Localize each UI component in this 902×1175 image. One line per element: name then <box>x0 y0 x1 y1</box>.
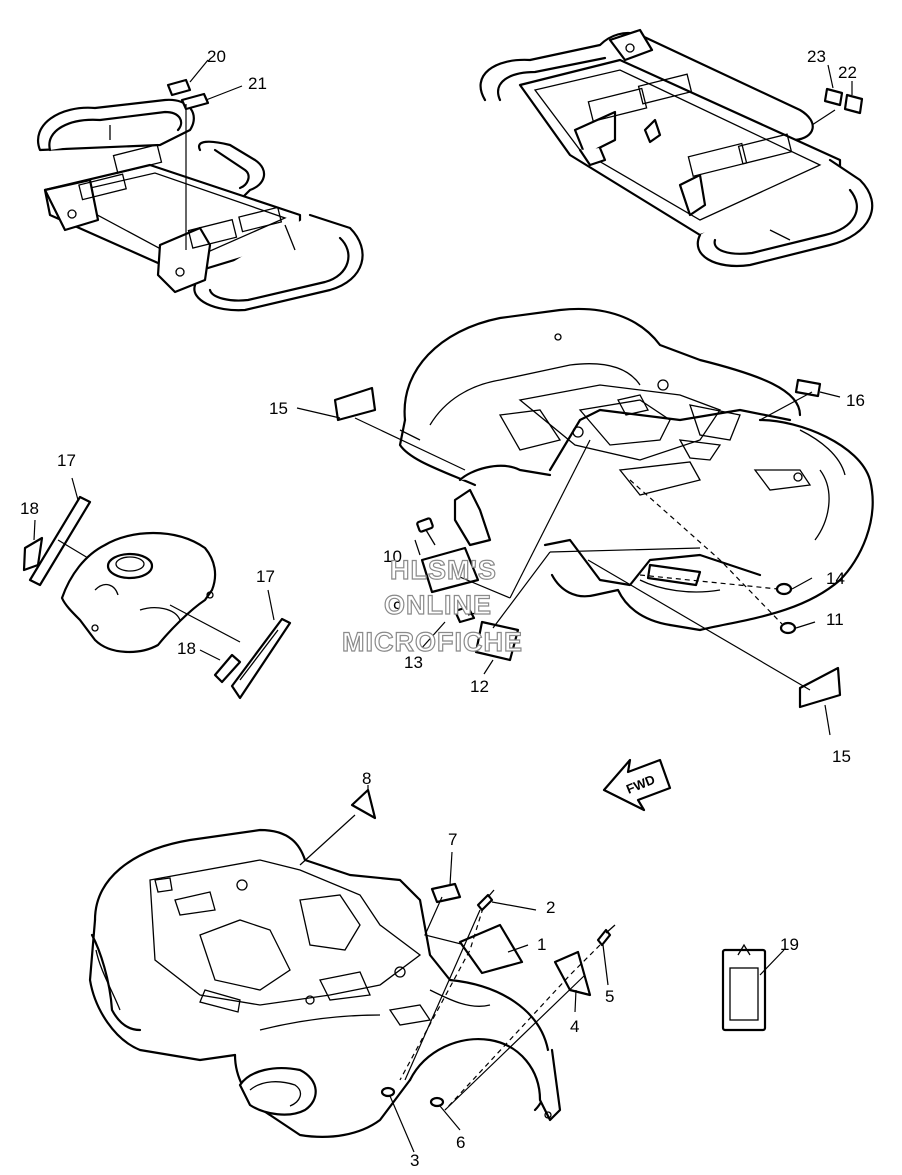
rear-carrier <box>479 28 874 268</box>
callout-4: 4 <box>570 1017 579 1036</box>
hang-tag <box>721 943 785 1032</box>
callout-12: 12 <box>470 677 489 696</box>
callout-16: 16 <box>846 391 865 410</box>
callout-5: 5 <box>605 987 614 1006</box>
rear-fender <box>296 307 874 736</box>
callout-18-left: 18 <box>20 499 39 518</box>
callout-1: 1 <box>537 935 546 954</box>
callout-8: 8 <box>362 769 371 788</box>
callout-6: 6 <box>456 1133 465 1152</box>
fwd-direction-arrow: FWD <box>602 758 672 812</box>
callout-19: 19 <box>780 935 799 954</box>
callout-22: 22 <box>838 63 857 82</box>
callout-labels: 1 2 3 4 5 6 7 8 9 10 11 12 13 14 15 15 1… <box>20 47 865 1170</box>
callout-10: 10 <box>383 547 402 566</box>
watermark-line-3: MICROFICHE <box>342 627 523 657</box>
watermark: HLSM'S ONLINE MICROFICHE <box>341 554 523 657</box>
callout-14: 14 <box>826 569 845 588</box>
callout-15-top: 15 <box>269 399 288 418</box>
callout-3: 3 <box>410 1151 419 1170</box>
callout-9: 9 <box>393 598 402 617</box>
callout-21: 21 <box>248 74 267 93</box>
callout-15-bottom: 15 <box>832 747 851 766</box>
callout-20: 20 <box>207 47 226 66</box>
front-carrier <box>37 59 364 312</box>
callout-11: 11 <box>826 610 844 629</box>
watermark-line-2: ONLINE <box>384 590 492 620</box>
callout-13: 13 <box>404 653 423 672</box>
callout-2: 2 <box>546 898 555 917</box>
callout-17-left: 17 <box>57 451 76 470</box>
callout-7: 7 <box>448 830 457 849</box>
watermark-line-1: HLSM'S <box>390 555 497 585</box>
fuel-tank-cover <box>22 477 292 700</box>
callout-17-right: 17 <box>256 567 275 586</box>
callout-18-right: 18 <box>177 639 196 658</box>
callout-23: 23 <box>807 47 826 66</box>
front-fender <box>88 785 616 1153</box>
